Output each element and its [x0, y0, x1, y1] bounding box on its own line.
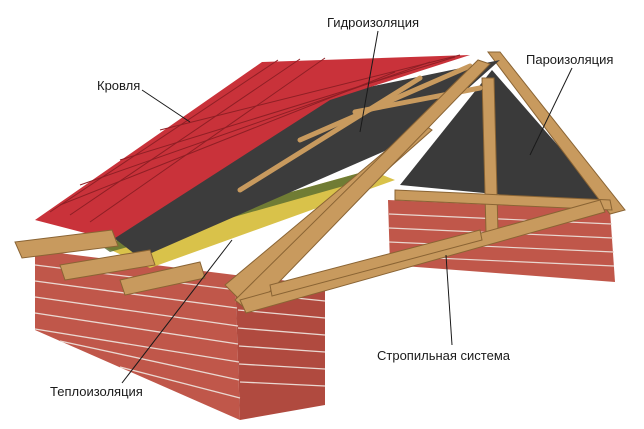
- insulation-layer: [100, 170, 395, 268]
- vapor-barrier-gable: [400, 70, 610, 205]
- waterproofing-membrane: [110, 60, 500, 258]
- label-rafter-system: Стропильная система: [377, 348, 510, 363]
- label-vapor-barrier: Пароизоляция: [526, 52, 614, 67]
- label-insulation: Теплоизоляция: [50, 384, 143, 399]
- roof-tiles: [35, 54, 470, 240]
- gable-rafters: [394, 51, 626, 233]
- leader-lines: [121, 30, 573, 384]
- label-roofing: Кровля: [97, 78, 141, 93]
- front-brick-wall: [34, 250, 326, 420]
- label-waterproofing: Гидроизоляция: [327, 15, 420, 30]
- front-rafters: [14, 59, 606, 314]
